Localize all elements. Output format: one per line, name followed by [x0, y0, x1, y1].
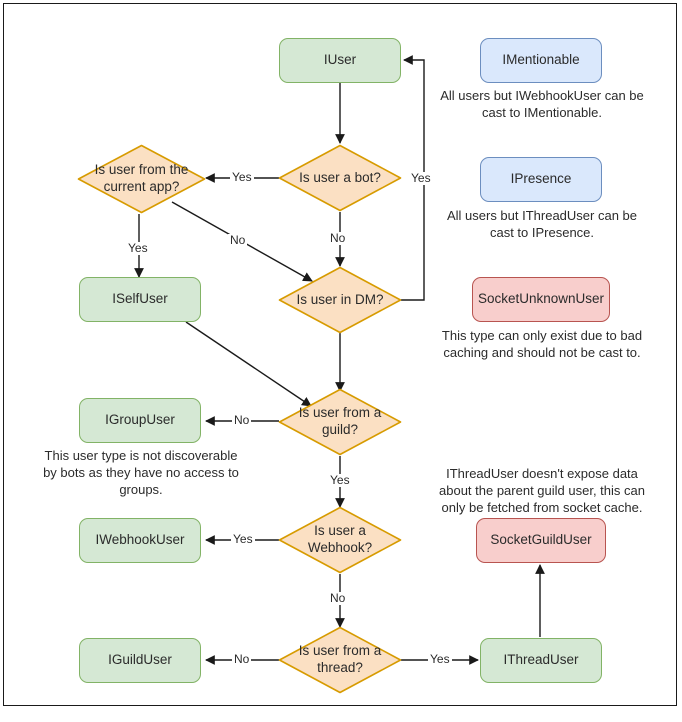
label-line-2: guild? — [321, 422, 359, 437]
label-line-2: current app? — [103, 179, 180, 194]
node-socketunknownuser[interactable]: SocketUnknownUser — [472, 277, 610, 322]
node-imentionable-label: IMentionable — [502, 52, 580, 68]
caption-ipresence: All users but IThreadUser can be cast to… — [446, 208, 638, 240]
diamond-shape — [77, 144, 206, 214]
edge-label-bot-no: No — [328, 231, 348, 246]
node-is-user-in-dm[interactable]: Is user in DM? — [278, 266, 402, 334]
label-line-1: Is user from a — [298, 643, 382, 659]
node-ipresence[interactable]: IPresence — [480, 157, 602, 202]
node-is-user-from-a-guild-label: Is user from a guild? — [278, 388, 402, 456]
node-is-user-a-bot-label: Is user a bot? — [299, 169, 381, 185]
node-is-user-from-current-app-label: Is user from the current app? — [77, 144, 206, 214]
edge-label-guild-yes: Yes — [328, 473, 352, 488]
node-socketguilduser[interactable]: SocketGuildUser — [476, 518, 606, 563]
caption-imentionable: All users but IWebhookUser can be cast t… — [440, 88, 644, 120]
label-line-2: thread? — [317, 660, 363, 675]
edge-label-bot-yes: Yes — [230, 170, 254, 185]
diamond-shape — [278, 626, 402, 694]
node-is-user-a-bot[interactable]: Is user a bot? — [278, 144, 402, 212]
edge-label-webhook-no: No — [328, 591, 348, 606]
node-igroupuser-label: IGroupUser — [105, 412, 175, 428]
caption-socketunknownuser: This type can only exist due to bad cach… — [441, 328, 643, 360]
diamond-shape — [278, 144, 402, 212]
node-ipresence-label: IPresence — [510, 171, 572, 187]
node-is-user-a-webhook-label: Is user a Webhook? — [278, 506, 402, 574]
diamond-shape — [278, 388, 402, 456]
node-is-user-a-webhook[interactable]: Is user a Webhook? — [278, 506, 402, 574]
node-is-user-from-a-thread-label: Is user from a thread? — [278, 626, 402, 694]
node-iselfuser[interactable]: ISelfUser — [79, 277, 201, 322]
node-is-user-in-dm-label: Is user in DM? — [296, 291, 384, 307]
node-igroupuser[interactable]: IGroupUser — [79, 398, 201, 443]
edge-label-currentapp-yes: Yes — [126, 241, 150, 256]
caption-igroupuser: This user type is not discoverable by bo… — [43, 448, 239, 497]
node-iguilduser-label: IGuildUser — [108, 652, 172, 668]
diamond-shape — [278, 266, 402, 334]
node-ithreaduser-label: IThreadUser — [503, 652, 579, 668]
edge-label-thread-no: No — [232, 652, 252, 667]
diamond-shape — [278, 506, 402, 574]
edge-label-guild-no: No — [232, 413, 252, 428]
caption-socketguilduser: IThreadUser doesn't expose data about th… — [439, 466, 645, 515]
label-line-1: Is user a — [314, 523, 366, 539]
node-iselfuser-label: ISelfUser — [112, 291, 168, 307]
node-iwebhookuser-label: IWebhookUser — [95, 532, 185, 548]
edge-label-thread-yes: Yes — [428, 652, 452, 667]
edge-label-dm-yes: Yes — [409, 171, 433, 186]
edge-label-currentapp-no: No — [228, 233, 248, 248]
node-is-user-from-a-thread[interactable]: Is user from a thread? — [278, 626, 402, 694]
node-iwebhookuser[interactable]: IWebhookUser — [79, 518, 201, 563]
label-line-2: Webhook? — [307, 540, 373, 555]
node-iuser-label: IUser — [323, 52, 357, 68]
node-iguilduser[interactable]: IGuildUser — [79, 638, 201, 683]
node-iuser[interactable]: IUser — [279, 38, 401, 83]
label-line-1: Is user from a — [298, 405, 382, 421]
diagram-frame — [3, 3, 677, 706]
node-ithreaduser[interactable]: IThreadUser — [480, 638, 602, 683]
node-socketguilduser-label: SocketGuildUser — [490, 532, 592, 548]
node-is-user-from-a-guild[interactable]: Is user from a guild? — [278, 388, 402, 456]
label-line-1: Is user from the — [94, 162, 189, 178]
edge-label-webhook-yes: Yes — [231, 532, 255, 547]
node-socketunknownuser-label: SocketUnknownUser — [477, 291, 605, 307]
node-imentionable[interactable]: IMentionable — [480, 38, 602, 83]
node-is-user-from-current-app[interactable]: Is user from the current app? — [77, 144, 206, 214]
